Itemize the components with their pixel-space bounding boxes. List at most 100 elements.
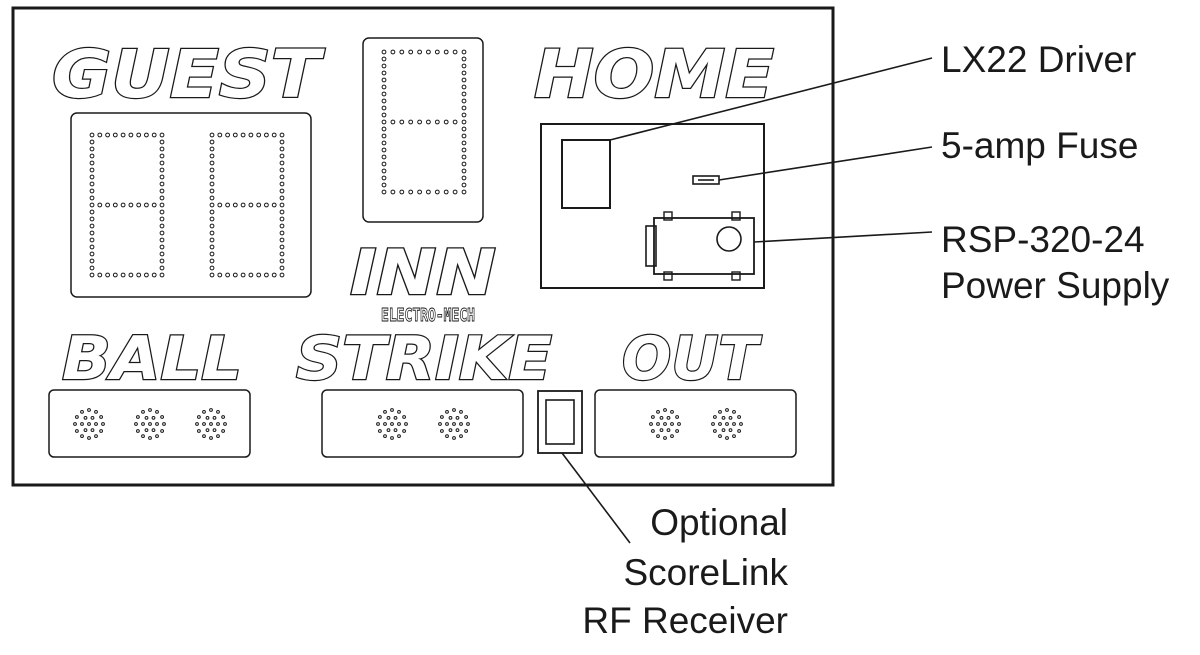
guest-score-digit-1 <box>105 272 110 278</box>
ball-lamp-1 <box>94 434 98 439</box>
strike-indicator-panel <box>321 389 524 458</box>
inning-digit <box>461 91 467 97</box>
guest-score-digit-2 <box>225 132 231 138</box>
inning-digit <box>443 189 449 195</box>
guest-score-digit-2 <box>279 132 285 138</box>
guest-score-digit-1 <box>89 272 95 278</box>
guest-score-digit-2 <box>217 202 223 208</box>
guest-score-digit-2 <box>279 202 285 208</box>
inning-digit <box>408 49 414 55</box>
out-lamp-1 <box>659 428 664 433</box>
inning-digit <box>408 119 414 125</box>
guest-score-digit-1 <box>151 132 157 138</box>
inning-digit <box>452 189 458 195</box>
guest-score-digit-1 <box>120 272 126 278</box>
ball-lamp-3 <box>216 434 220 439</box>
ball-lamp-2 <box>151 428 156 433</box>
strike-lamp-1 <box>393 416 398 420</box>
out-lamp-1 <box>651 415 655 419</box>
guest-score-digit-2 <box>209 153 215 159</box>
guest-score-digit-1 <box>159 230 165 236</box>
guest-score-digit-2 <box>209 146 215 152</box>
out-lamp-2 <box>725 436 729 440</box>
strike-lamp-2 <box>448 416 453 420</box>
guest-score-digit-1 <box>89 181 95 187</box>
inning-digit <box>390 189 396 195</box>
ball-lamp-3 <box>205 416 210 420</box>
out-lamp-1 <box>659 416 664 420</box>
ball-lamp-2 <box>160 429 165 433</box>
guest-score-digit-2 <box>279 230 285 236</box>
guest-score-digit-2 <box>209 251 215 257</box>
out-lamp-2 <box>737 415 741 419</box>
guest-score-digit-1 <box>89 209 95 215</box>
ball-lamp-2 <box>141 422 145 426</box>
guest-score-digit-1 <box>151 272 157 278</box>
power-supply-leader-line <box>753 231 933 243</box>
guest-score-digit-2 <box>240 202 246 208</box>
guest-score-digit-2 <box>279 237 285 243</box>
inning-digit <box>381 112 387 118</box>
guest-score-digit-1 <box>136 132 142 138</box>
guest-score-digit-2 <box>264 202 269 208</box>
guest-score-digit-1 <box>97 272 103 278</box>
strike-lamp-2 <box>440 429 444 433</box>
guest-score-digit-1 <box>89 132 95 138</box>
inning-digit <box>443 119 449 125</box>
ball-lamp-2 <box>155 422 159 426</box>
guest-score-digit-1 <box>89 160 95 166</box>
strike-lamp-1 <box>378 415 382 419</box>
guest-score-digit-1 <box>159 223 165 229</box>
inning-digit <box>434 49 440 55</box>
strike-lamp-2 <box>452 436 456 440</box>
inning-digit <box>381 168 387 174</box>
strike-lamp-1 <box>383 422 387 426</box>
inning-digit <box>399 49 405 55</box>
ball-lamp-1 <box>94 422 98 426</box>
ball-lamp-2 <box>151 416 156 420</box>
driver-callout: LX22 Driver <box>941 39 1136 80</box>
strike-lamp-1 <box>402 429 407 433</box>
strike-lamp-2 <box>445 434 449 439</box>
out-lamp-2 <box>739 422 743 426</box>
strike-lamp-2 <box>452 422 456 426</box>
guest-score-digit-2 <box>209 216 215 222</box>
guest-score-digit-2 <box>232 132 238 138</box>
inning-digit <box>461 63 467 69</box>
guest-score-digit-2 <box>232 202 238 208</box>
ball-lamp-3 <box>212 428 217 433</box>
guest-score-digit-1 <box>97 132 103 138</box>
strike-lamp-2 <box>445 422 449 426</box>
out-lamp-2 <box>713 429 717 433</box>
lx22-driver-board <box>561 139 611 209</box>
guest-score-digit-2 <box>248 272 254 278</box>
inning-digit <box>381 126 387 132</box>
inning-digit <box>381 119 387 125</box>
out-lamp-1 <box>670 434 674 439</box>
guest-score-digit-1 <box>89 174 95 180</box>
inning-digit <box>461 105 467 111</box>
inning-digit-panel <box>362 37 484 223</box>
inning-digit <box>461 133 467 139</box>
inning-digit <box>390 119 396 125</box>
guest-score-digit-2 <box>209 237 215 243</box>
guest-score-digit-2 <box>209 209 215 215</box>
inning-digit <box>381 189 387 195</box>
guest-score-digit-1 <box>89 223 95 229</box>
ball-lamp-2 <box>136 415 140 419</box>
inning-digit <box>426 189 431 195</box>
strike-lamp-1 <box>402 415 407 419</box>
inning-digit <box>426 49 431 55</box>
ball-lamp-3 <box>202 434 206 439</box>
inning-digit <box>461 126 467 132</box>
guest-score-digit-2 <box>217 272 223 278</box>
guest-score-digit-2 <box>209 132 215 138</box>
out-lamp-2 <box>737 429 741 433</box>
out-lamp-2 <box>732 422 736 426</box>
guest-score-digit-2 <box>279 167 285 173</box>
guest-score-digit-2 <box>279 181 285 187</box>
electronics-enclosure <box>540 123 765 289</box>
guest-score-digit-1 <box>159 153 165 159</box>
out-lamp-1 <box>656 410 660 414</box>
